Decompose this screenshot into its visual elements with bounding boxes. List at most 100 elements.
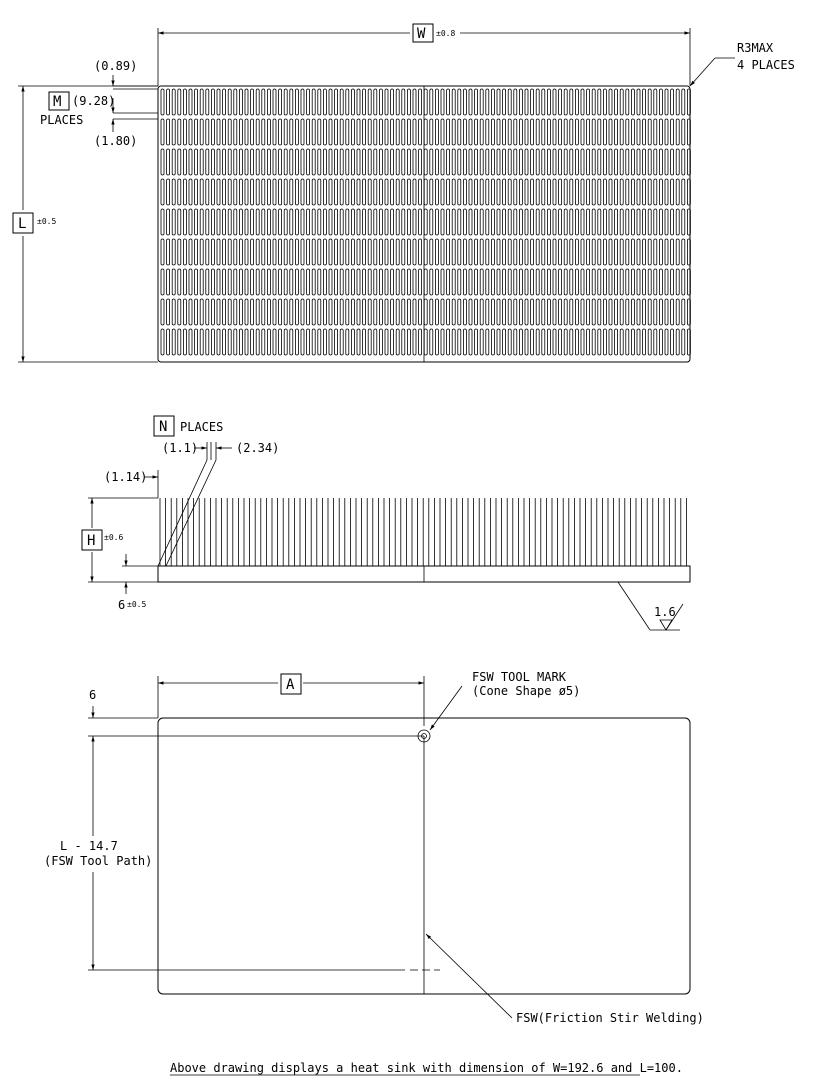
pin-fin [591,178,596,206]
pin-fin [479,328,484,356]
pin-fin [631,118,635,146]
pin-fin [182,88,187,116]
pin-fin [446,328,451,356]
pin-fin [446,208,451,236]
pin-fin [687,268,691,296]
pin-fin [603,88,607,116]
pin-fin [255,88,260,116]
pin-fin [362,88,367,116]
pin-fin [647,268,652,296]
pin-fin [614,268,618,296]
pin-fin [485,328,490,356]
pin-fin [429,178,434,206]
pin-fin [647,88,652,116]
pin-fin [317,238,322,266]
pin-fin [166,118,171,146]
pin-fin [272,298,277,326]
pin-fin [563,88,568,116]
pin-fin [653,118,658,146]
pin-fin [434,148,439,176]
pin-fin [468,268,473,296]
pin-fin [530,88,534,116]
offset-dim: 6 [89,688,96,702]
pin-fin [647,118,652,146]
pin-fin [429,268,434,296]
pin-fin [283,148,288,176]
pin-fin [339,178,344,206]
pin-fin [188,208,193,236]
pin-fin [390,178,395,206]
pin-fin [300,208,305,236]
pin-fin [334,298,339,326]
pin-fin [440,328,445,356]
pin-fin [670,88,674,116]
pin-fin [631,148,635,176]
pin-fin [636,118,641,146]
pin-fin [524,268,529,296]
pin-fin [535,268,540,296]
pin-fin [378,118,383,146]
pin-fin [575,178,579,206]
pin-fin [406,208,411,236]
pin-fin [490,88,495,116]
pin-fin [603,208,607,236]
pin-fin [182,118,187,146]
pin-fin [502,88,507,116]
pin-fin [479,268,484,296]
pin-fin [659,268,663,296]
pin-fin [216,208,221,236]
pin-fin [367,88,372,116]
pin-fin [255,268,260,296]
pin-fin [664,298,669,326]
pin-fin [423,328,428,356]
pin-fin [171,238,176,266]
pin-fin [619,118,624,146]
pin-fin [423,148,428,176]
pin-fin [345,88,350,116]
pin-fin [490,298,495,326]
pin-fin [356,328,361,356]
pin-fin [334,328,339,356]
pin-fin [401,118,406,146]
pin-fin [283,268,288,296]
pin-fin [306,88,311,116]
pin-fin [423,118,428,146]
pin-fin [468,88,473,116]
pin-fin [395,178,400,206]
pin-fin [670,148,674,176]
pin-fin [373,298,378,326]
pin-fin [675,118,680,146]
pin-fin [317,118,322,146]
section-label-box [280,673,302,695]
pin-fin [664,178,669,206]
pin-fin [227,238,232,266]
pin-fin [524,208,529,236]
pin-fin [547,238,551,266]
pitch-label: M [53,94,61,110]
pin-fin [474,208,479,236]
pin-fin [519,148,523,176]
pin-fin [378,208,383,236]
pin-fin [177,118,182,146]
pin-fin [479,148,484,176]
pin-fin [563,208,568,236]
pin-fin [406,88,411,116]
pin-fin [681,88,686,116]
pin-fin [451,268,456,296]
pin-fin [160,88,165,116]
pin-fin [474,298,479,326]
pin-fin [205,88,210,116]
pin-fin [670,328,674,356]
pin-fin [586,178,590,206]
pin-fin [412,88,417,116]
pin-fin [462,268,467,296]
pin-fin [563,298,568,326]
pin-fin [289,208,294,236]
height-tolerance: ±0.6 [104,533,123,542]
pin-fin [328,148,333,176]
pin-fin [244,118,249,146]
pin-fin [675,328,680,356]
pin-fin [519,88,523,116]
pin-fin [563,328,568,356]
pin-fin [345,238,350,266]
